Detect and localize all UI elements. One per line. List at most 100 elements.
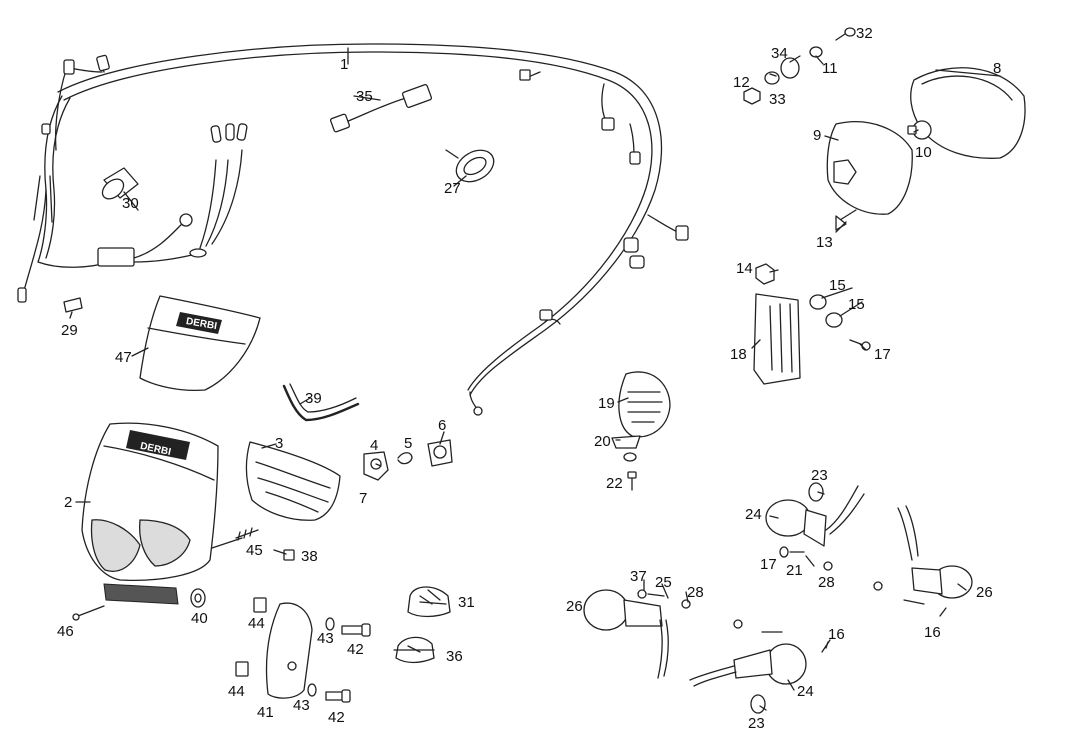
clip-part — [397, 452, 413, 465]
callout-23-lower: 23 — [748, 715, 765, 732]
callout-37: 37 — [630, 568, 647, 585]
nut-28-upper — [823, 561, 833, 571]
callout-2: 2 — [64, 494, 72, 511]
bracket-plate-part — [265, 602, 313, 699]
callout-24-upper: 24 — [745, 506, 762, 523]
rubber-grommet-part — [190, 588, 206, 608]
screw-22 — [627, 471, 637, 491]
callout-26-left: 26 — [566, 598, 583, 615]
washer-15-lower — [825, 312, 843, 328]
callout-9: 9 — [813, 127, 821, 144]
leader-lines — [69, 47, 1001, 711]
screw-17-upper — [849, 339, 871, 351]
bulb-23-lower — [750, 694, 766, 714]
callout-24-lower: 24 — [797, 683, 814, 700]
horn-part — [618, 371, 671, 438]
callout-30: 30 — [122, 195, 139, 212]
washer-17-21 — [779, 546, 805, 558]
nut-right-26 — [873, 581, 925, 605]
wiring-harness — [17, 43, 689, 416]
screw-46 — [72, 605, 105, 621]
screw-13 — [835, 209, 857, 231]
callout-5: 5 — [404, 435, 412, 452]
washer-33 — [764, 71, 780, 85]
callout-46: 46 — [57, 623, 74, 640]
callout-27: 27 — [444, 180, 461, 197]
callout-38: 38 — [301, 548, 318, 565]
bulb-10 — [907, 120, 932, 140]
callout-36: 36 — [446, 648, 463, 665]
callout-39: 39 — [305, 390, 322, 407]
indicator-24-upper — [765, 485, 865, 547]
callout-labels: 1 2 3 4 5 6 7 8 9 10 11 12 13 14 15 15 1… — [57, 25, 1001, 732]
screw-16-right — [939, 607, 947, 617]
callout-6: 6 — [438, 417, 446, 434]
spacer-34 — [780, 57, 800, 79]
washer-43-lower — [307, 683, 317, 697]
callout-42-lower: 42 — [328, 709, 345, 726]
windscreen-part: DERBI — [139, 295, 261, 392]
callout-20: 20 — [594, 433, 611, 450]
callout-14: 14 — [736, 260, 753, 277]
callout-12: 12 — [733, 74, 750, 91]
bracket-20 — [611, 435, 641, 449]
nut-clip-38 — [283, 549, 295, 561]
nut-14 — [755, 263, 775, 285]
headlight-fairing-part: DERBI — [81, 422, 219, 605]
callout-11: 11 — [822, 60, 838, 77]
callout-32: 32 — [856, 25, 873, 42]
callout-1: 1 — [340, 56, 348, 73]
nut-clip-44-upper — [253, 597, 267, 613]
nut-12 — [743, 87, 761, 105]
callout-43-lower: 43 — [293, 697, 310, 714]
callout-7: 7 — [359, 490, 367, 507]
bolt-42-upper — [341, 623, 371, 637]
callout-28-left: 28 — [687, 584, 704, 601]
relay-cable-part — [330, 83, 433, 133]
callout-33: 33 — [769, 91, 786, 108]
fuse-part — [63, 297, 83, 313]
callout-13: 13 — [816, 234, 833, 251]
callout-34: 34 — [771, 45, 788, 62]
callout-8: 8 — [993, 60, 1001, 77]
regulator-part — [753, 293, 801, 385]
callout-28-right: 28 — [818, 574, 835, 591]
headlight-part — [245, 441, 341, 521]
callout-35: 35 — [356, 88, 373, 105]
cable-tie-part — [445, 149, 495, 183]
callout-10: 10 — [915, 144, 932, 161]
callout-15-upper: 15 — [829, 277, 846, 294]
callout-23-upper: 23 — [811, 467, 828, 484]
callout-45: 45 — [246, 542, 263, 559]
callout-29: 29 — [61, 322, 78, 339]
callout-22: 22 — [606, 475, 623, 492]
bulb-holder-part — [363, 451, 389, 481]
callout-41: 41 — [257, 704, 274, 721]
callout-43-upper: 43 — [317, 630, 334, 647]
callout-40: 40 — [191, 610, 208, 627]
rubber-cap-part — [101, 167, 139, 200]
indicator-24-lower — [689, 643, 807, 687]
switch-housing-31 — [407, 586, 451, 618]
callout-25: 25 — [655, 574, 672, 591]
callout-18: 18 — [730, 346, 747, 363]
callout-17-lower: 17 — [760, 556, 777, 573]
screen-brand-text: DERBI — [185, 316, 218, 332]
bulb-23-upper — [808, 482, 824, 502]
screw-32 — [835, 27, 856, 41]
callout-42-upper: 42 — [347, 641, 364, 658]
tail-light-part — [826, 121, 913, 215]
bolt-42-lower — [325, 689, 351, 703]
callout-15-lower: 15 — [848, 296, 865, 313]
callout-4: 4 — [370, 437, 378, 454]
nut-clip-44-lower — [235, 661, 249, 677]
spring-part — [235, 527, 259, 541]
indicator-26-left — [583, 589, 669, 679]
callout-26-right: 26 — [976, 584, 993, 601]
callout-17-upper: 17 — [874, 346, 891, 363]
callout-16-right: 16 — [924, 624, 941, 641]
callout-44-lower: 44 — [228, 683, 245, 700]
washer-43-upper — [325, 617, 335, 631]
